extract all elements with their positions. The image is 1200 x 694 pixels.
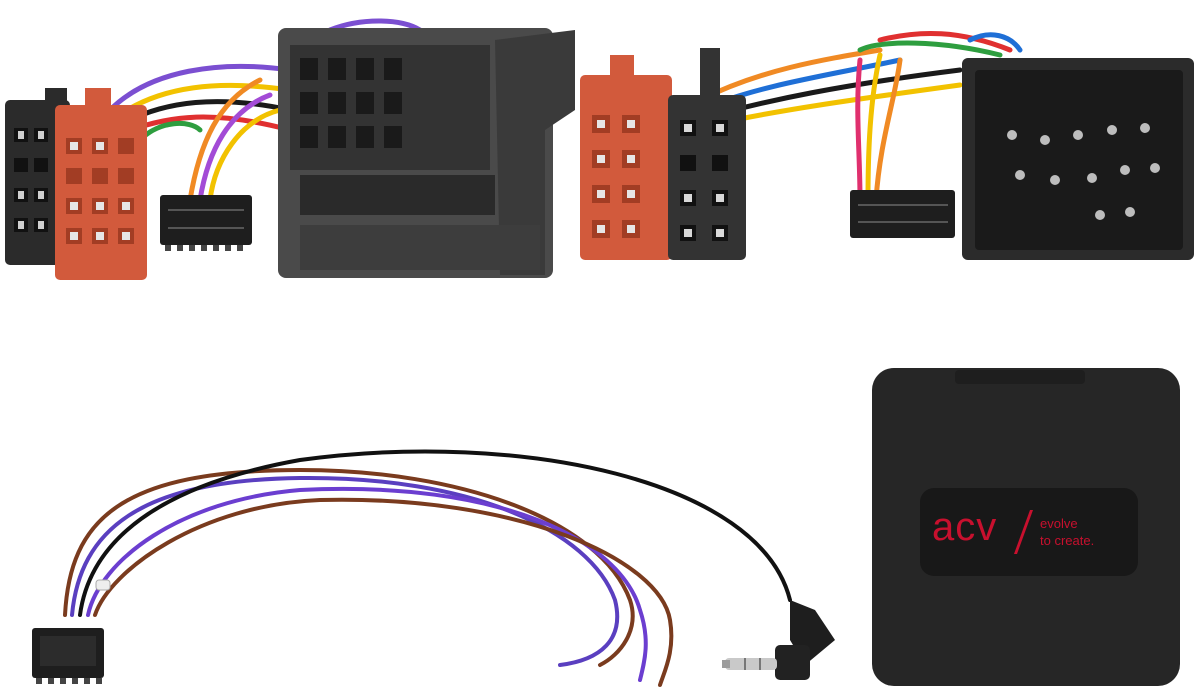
iso-connector-icon [5,88,70,265]
brand-tagline-line1: evolve [1040,516,1078,531]
brand-logo: acv evolve to create. [928,500,1133,564]
round-pin-connector-icon [962,58,1194,260]
logo-slash-icon [1013,510,1034,554]
iso-connector-icon [580,55,672,260]
steering-lead-wires [63,449,792,687]
ribbon-plug-icon [32,628,104,684]
cable-tie [95,579,111,591]
ribbon-plug-icon [160,195,252,251]
quadlock-connector-icon [278,28,575,278]
iso-connector-icon [668,48,746,260]
ribbon-plug-icon [850,190,955,238]
brand-tagline-line2: to create. [1040,533,1095,548]
iso-connector-icon [55,88,147,280]
brand-logo-text: acv [932,505,998,549]
jack-plug-icon [722,600,835,680]
